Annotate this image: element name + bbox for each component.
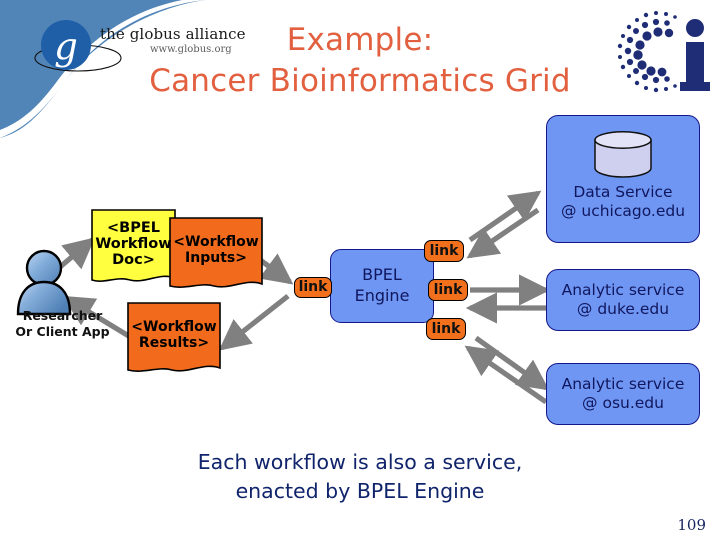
workflow-inputs-doc-shape xyxy=(169,217,263,288)
slide-caption: Each workflow is also a service, enacted… xyxy=(110,448,610,506)
doc-line: <BPEL xyxy=(107,219,160,236)
service-line: @ duke.edu xyxy=(576,300,670,318)
bpel-engine-box[interactable]: BPEL Engine xyxy=(330,249,434,323)
user-person-icon xyxy=(16,249,72,316)
workflow-diagram xyxy=(16,190,551,405)
title-line-1: Example: xyxy=(286,22,434,58)
globus-alliance-logo: g the globus alliance www.globus.org xyxy=(28,12,246,82)
cabig-ci-logo-icon xyxy=(617,11,710,93)
doc-line: Inputs> xyxy=(185,250,247,266)
doc-line: Results> xyxy=(138,335,210,351)
database-cylinder-icon xyxy=(594,131,652,178)
link-badge-analytic-duke[interactable]: link xyxy=(428,279,468,301)
link-badge-data-service[interactable]: link xyxy=(424,240,464,262)
service-line: @ osu.edu xyxy=(582,394,664,412)
service-line: Analytic service xyxy=(561,374,685,393)
researcher-label-line: Or Client App xyxy=(15,323,110,339)
link-badge-client[interactable]: link xyxy=(294,277,332,298)
globus-url: www.globus.org xyxy=(150,44,232,55)
service-line: Analytic service xyxy=(561,280,685,299)
engine-line: BPEL xyxy=(362,265,402,285)
data-service-uchicago-box[interactable]: Data Service @ uchicago.edu xyxy=(546,115,700,243)
globus-wordmark: the globus alliance xyxy=(100,25,246,43)
doc-line: Workflow xyxy=(95,235,172,252)
slide-title: Example: Cancer Bioinformatics Grid xyxy=(120,20,600,102)
doc-line: <Workflow xyxy=(173,234,259,251)
bpel-workflow-doc: <BPEL Workflow Doc> xyxy=(92,210,175,278)
page-number: 109 xyxy=(677,516,706,534)
workflow-results-doc: <Workflow Results> xyxy=(128,306,220,366)
analytic-service-osu-box[interactable]: Analytic service @ osu.edu xyxy=(546,363,700,425)
caption-line-2: enacted by BPEL Engine xyxy=(235,479,485,504)
service-line: @ uchicago.edu xyxy=(560,202,686,220)
researcher-label-line: Researcher xyxy=(22,308,103,323)
researcher-label: Researcher Or Client App xyxy=(0,308,125,339)
doc-line: <Workflow xyxy=(131,319,217,336)
title-line-2: Cancer Bioinformatics Grid xyxy=(149,62,571,99)
globus-logo-icon: g xyxy=(34,20,122,72)
analytic-service-duke-box[interactable]: Analytic service @ duke.edu xyxy=(546,269,700,331)
service-line: Data Service xyxy=(573,182,673,201)
engine-line: Engine xyxy=(354,286,410,305)
caption-line-1: Each workflow is also a service, xyxy=(197,450,523,474)
svg-text:g: g xyxy=(54,25,78,68)
doc-line: Doc> xyxy=(112,252,155,269)
workflow-inputs-doc: <Workflow Inputs> xyxy=(170,221,262,281)
link-badge-analytic-osu[interactable]: link xyxy=(426,318,466,340)
workflow-results-doc-shape xyxy=(127,302,221,372)
